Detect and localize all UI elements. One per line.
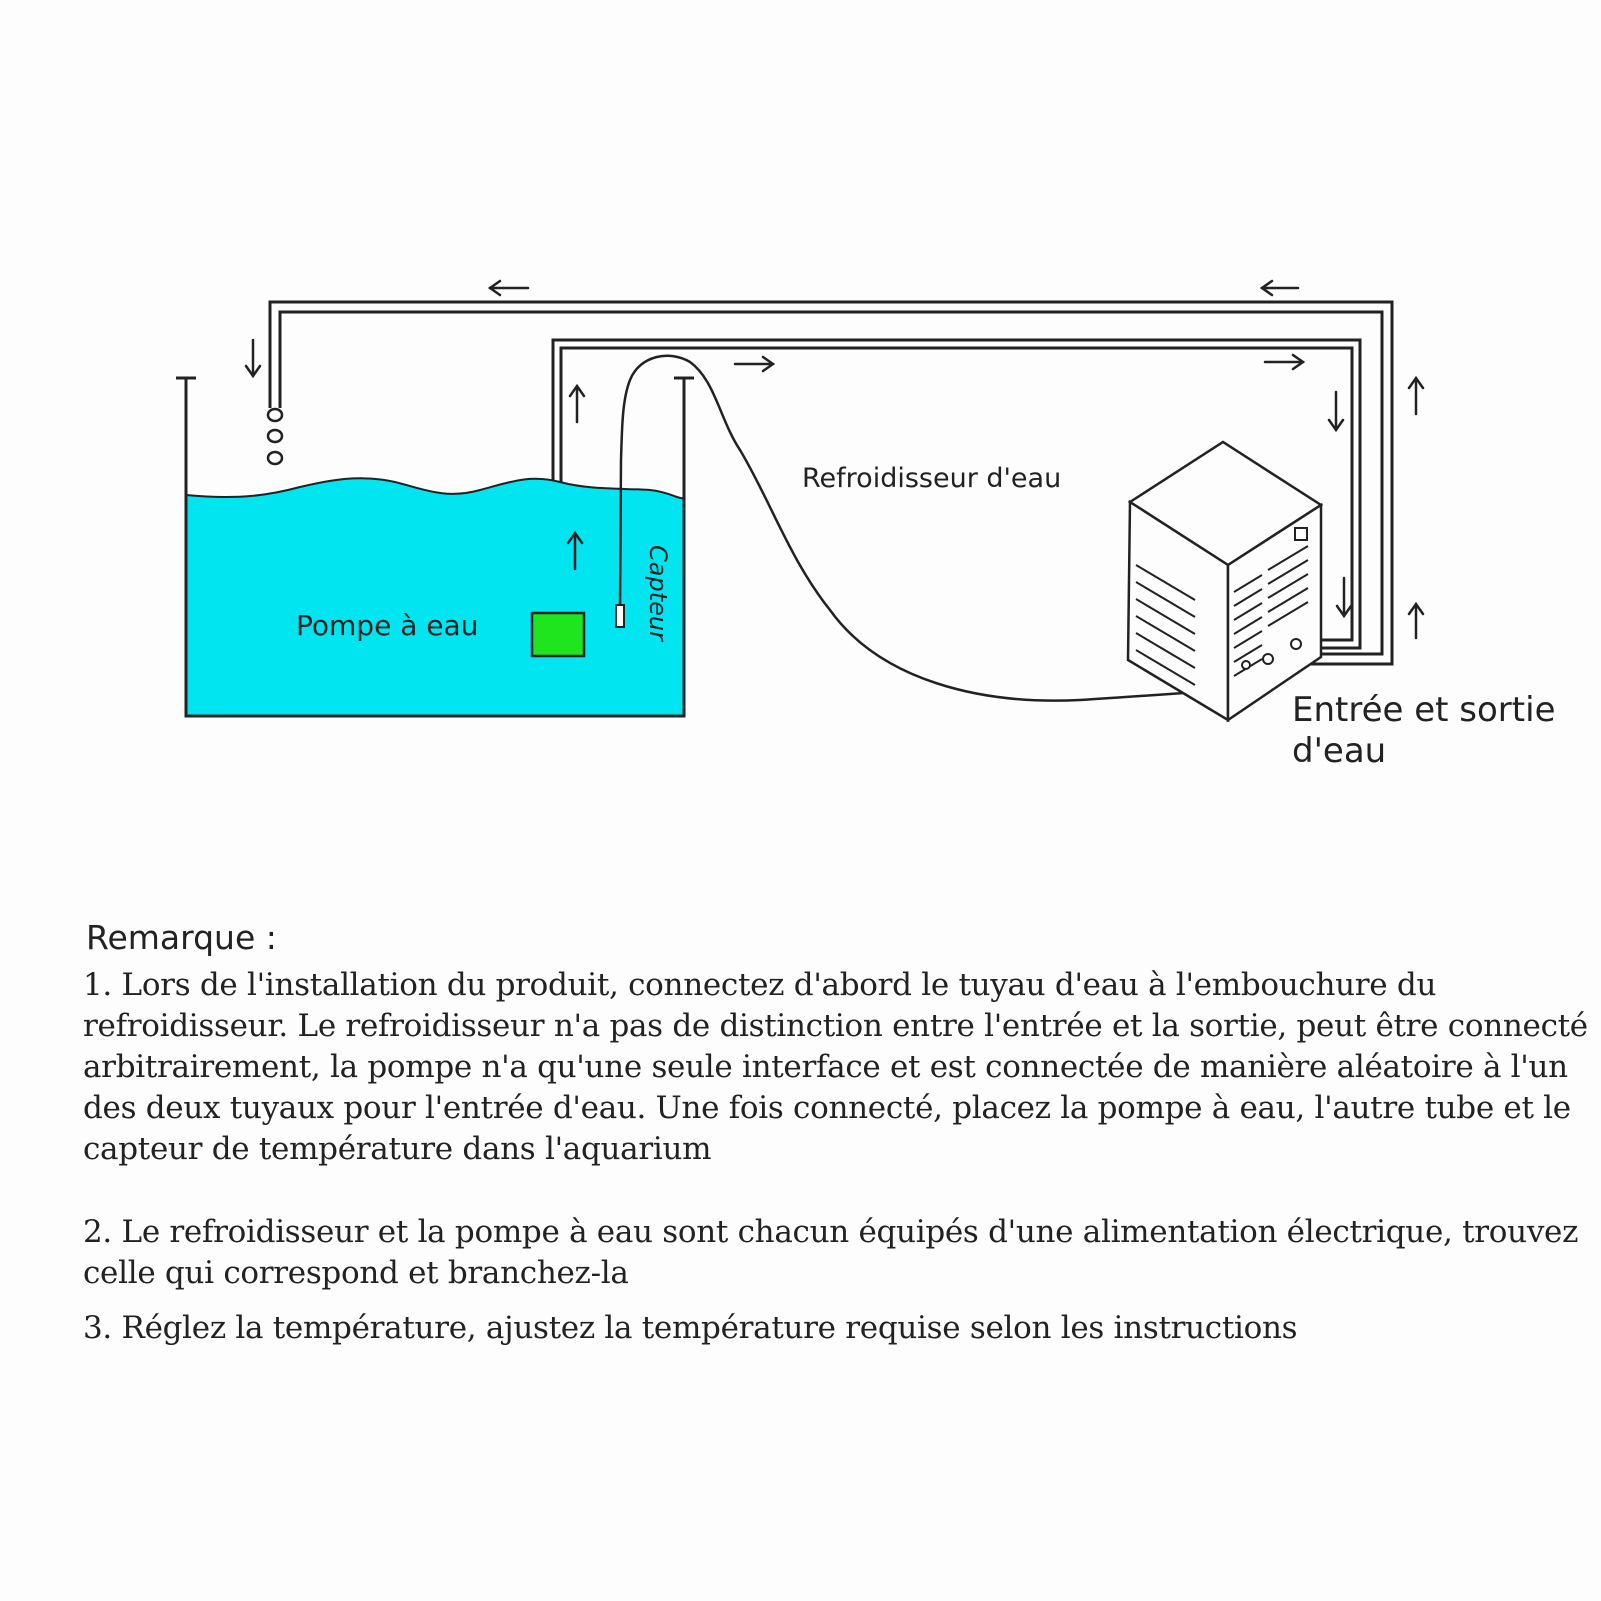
label-pump: Pompe à eau xyxy=(296,609,479,642)
bubble-icon xyxy=(266,450,284,466)
sensor-cable xyxy=(618,354,1267,702)
chiller-port xyxy=(1290,638,1302,650)
tank-water xyxy=(186,478,684,716)
notes-title: Remarque : xyxy=(86,918,277,957)
arrow-down-icon xyxy=(1327,390,1345,433)
return-pipe-outer xyxy=(268,300,1394,666)
chiller-port xyxy=(1262,653,1274,665)
installation-diagram xyxy=(176,279,1425,723)
supply-pipe-outer xyxy=(551,338,1362,650)
chiller-display xyxy=(1294,527,1308,541)
notes-section: Remarque : 1. Lors de l'installation du … xyxy=(83,918,1593,1349)
return-pipe-inner xyxy=(278,310,1384,656)
pump xyxy=(530,611,586,658)
arrow-down-icon xyxy=(1335,576,1353,619)
tank-walls xyxy=(184,378,686,718)
arrow-left-icon xyxy=(487,279,530,297)
arrow-left-icon xyxy=(1259,279,1300,297)
bubble-icon xyxy=(266,407,284,423)
note-item: 1. Lors de l'installation du produit, co… xyxy=(83,967,1588,1167)
arrow-down-icon xyxy=(244,338,262,379)
chiller-vents-right xyxy=(1233,545,1309,677)
sensor-probe xyxy=(615,604,625,628)
arrow-right-icon xyxy=(1263,353,1306,371)
chiller-unit xyxy=(1126,440,1324,723)
arrow-up-icon xyxy=(1407,601,1425,640)
bubble-icon xyxy=(266,428,284,444)
water-surface xyxy=(185,477,685,500)
arrow-up-icon xyxy=(1407,375,1425,416)
label-water-inlet-outlet: Entrée et sortie d'eau xyxy=(1292,690,1556,771)
note-item: 3. Réglez la température, ajustez la tem… xyxy=(83,1310,1298,1346)
chiller-port xyxy=(1241,660,1251,670)
arrow-up-icon xyxy=(566,530,584,571)
label-chiller: Refroidisseur d'eau xyxy=(802,463,1062,494)
chiller-vents-left xyxy=(1135,564,1196,686)
label-sensor: Capteur xyxy=(644,545,672,641)
arrow-right-icon xyxy=(733,355,776,373)
supply-pipe-inner xyxy=(559,346,1354,642)
note-item: 2. Le refroidisseur et la pompe à eau so… xyxy=(83,1214,1579,1291)
arrow-up-icon xyxy=(568,383,586,424)
